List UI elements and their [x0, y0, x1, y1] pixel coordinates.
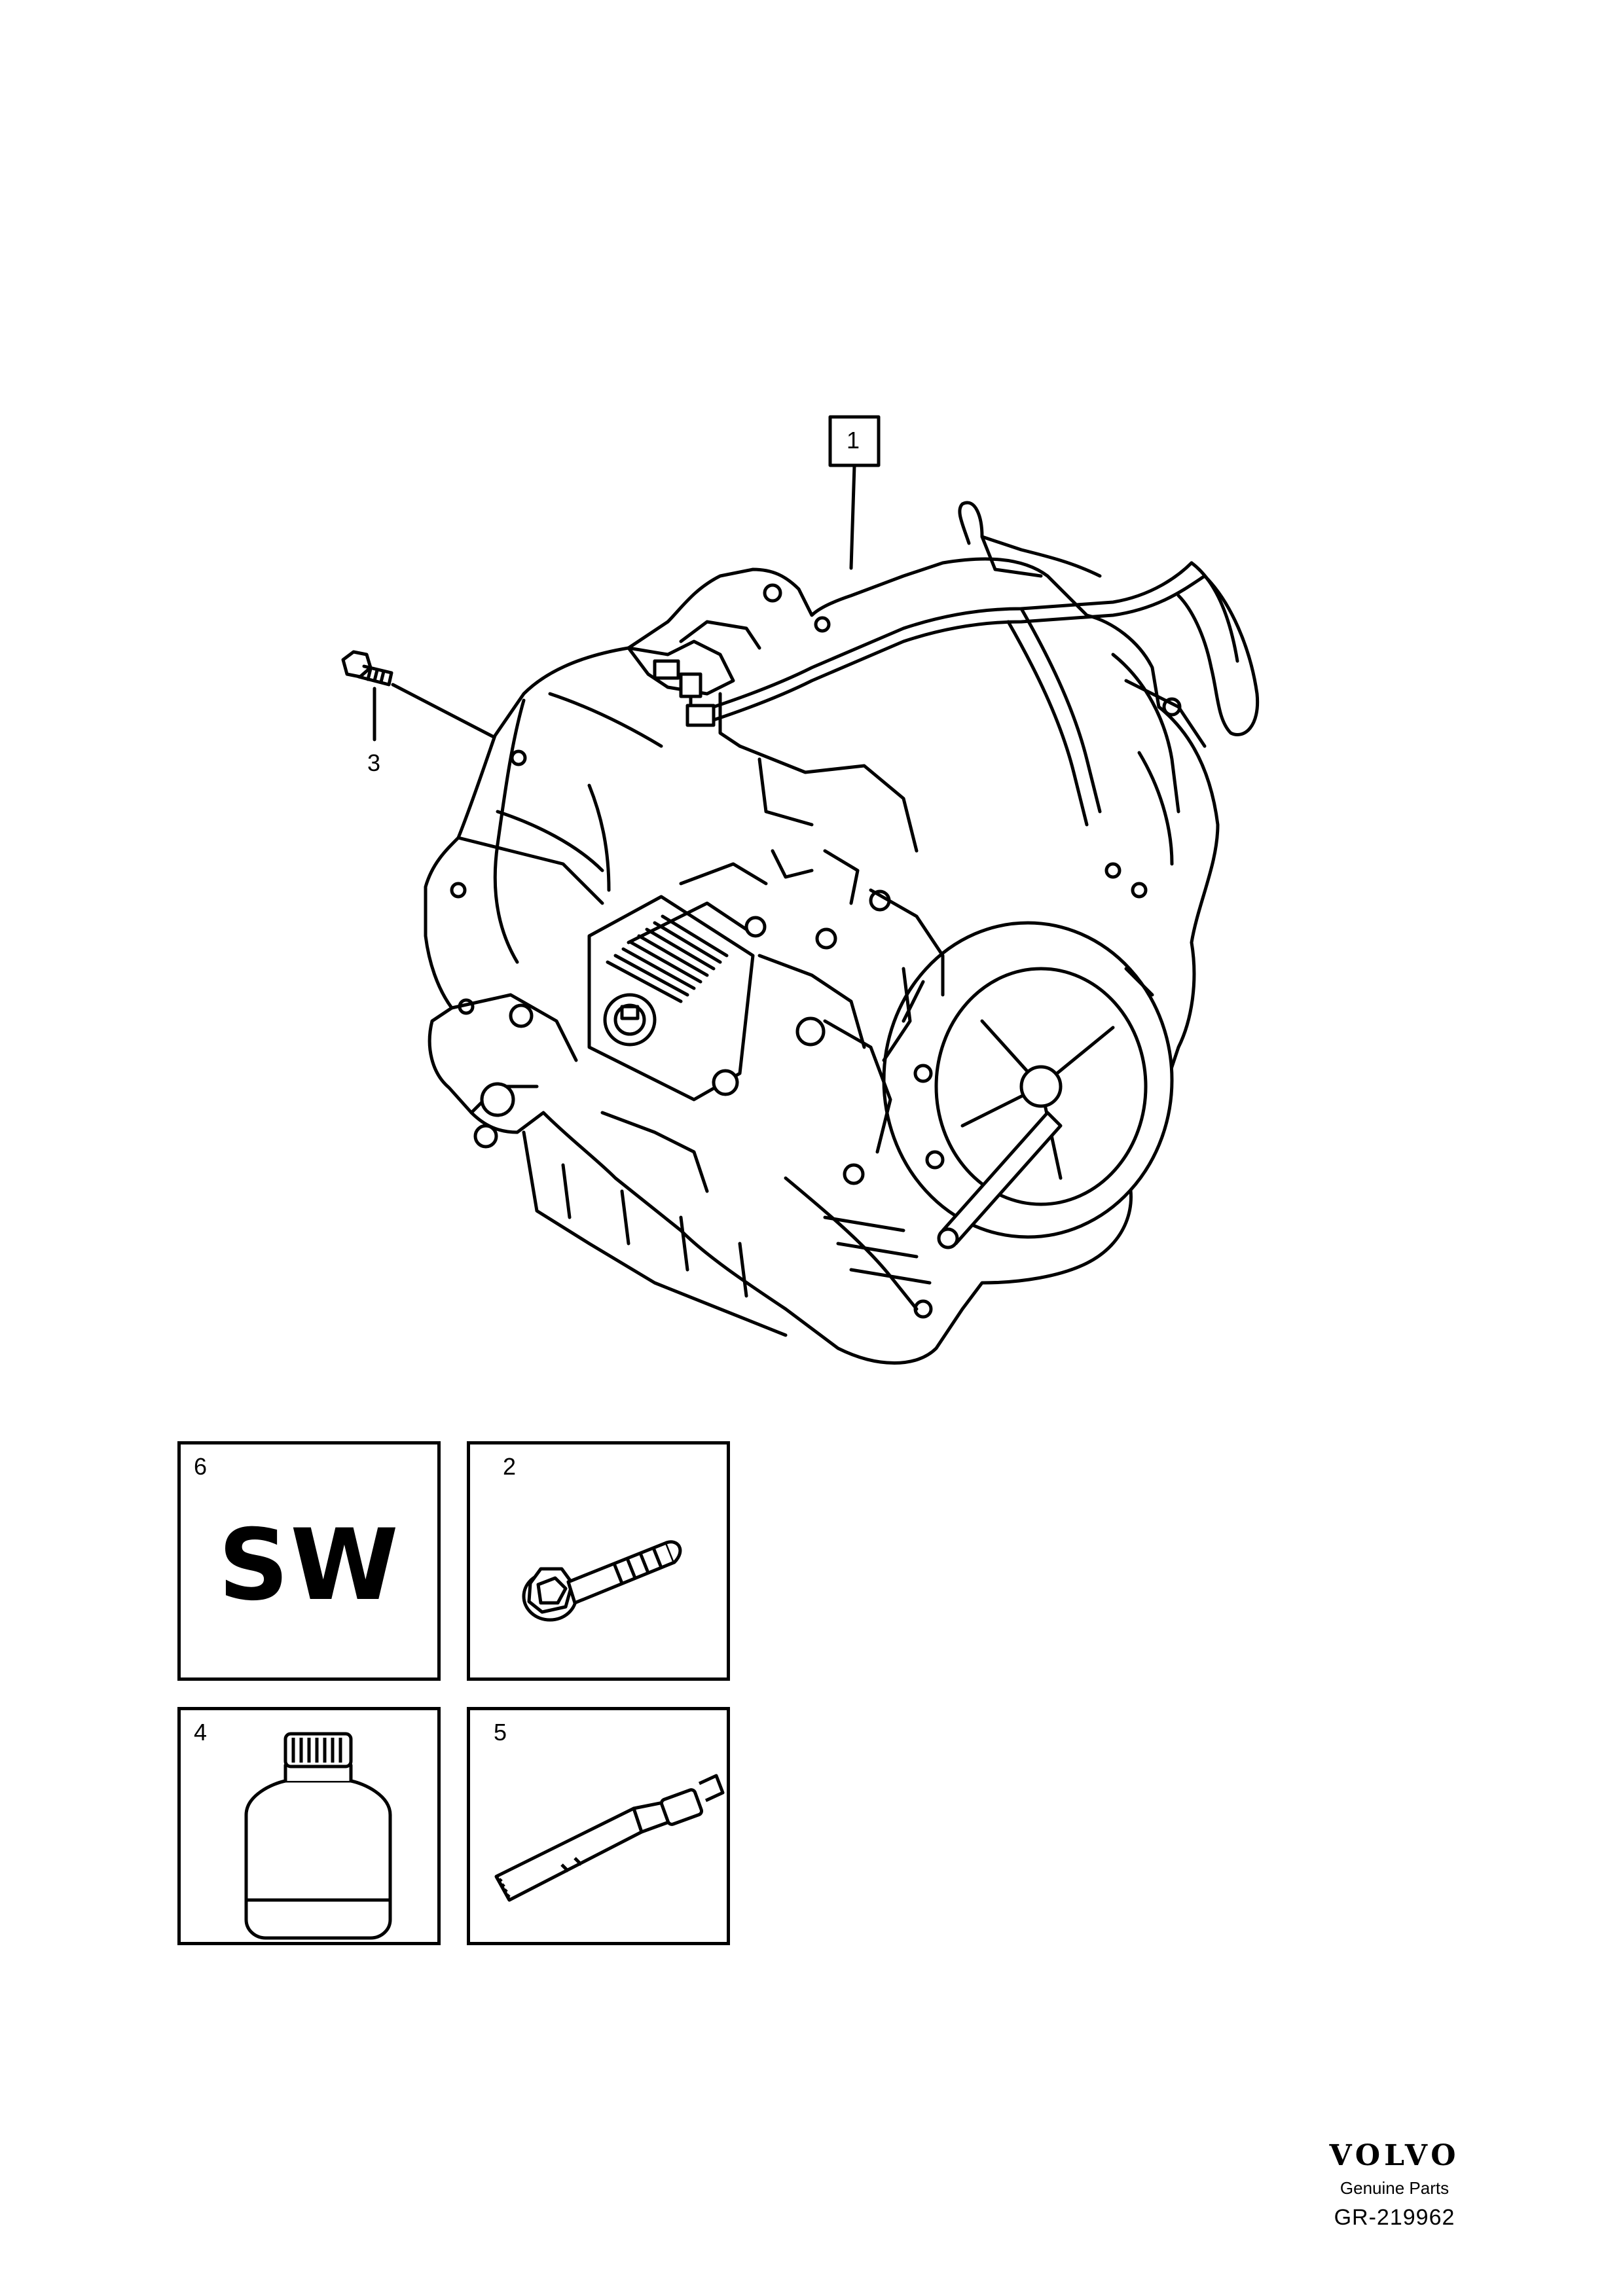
kit-box-2-number: 2 [503, 1453, 517, 1480]
flange-bolt-icon [522, 1540, 682, 1622]
callout-1-leader [849, 463, 856, 570]
sensor-connector-icon [679, 672, 716, 727]
kit-box-4-number: 4 [194, 1719, 208, 1746]
callout-3-label: 3 [367, 749, 381, 776]
brand-tagline: Genuine Parts [1340, 2178, 1450, 2198]
fluid-bottle-icon [244, 1732, 392, 1940]
bolt-3-icon [341, 650, 393, 742]
kit-box-6: 6 SW [177, 1441, 441, 1681]
valve-body [587, 895, 755, 1102]
kit-box-6-number: 6 [194, 1453, 208, 1480]
bolt-3-leader [391, 683, 498, 740]
callout-1-label: 1 [847, 427, 860, 454]
software-sw-icon: SW [218, 1509, 400, 1623]
figure-reference: GR-219962 [1334, 2205, 1455, 2230]
kit-box-2: 2 [467, 1441, 730, 1681]
sealant-tube-icon [494, 1774, 725, 1902]
kit-box-5: 5 [467, 1707, 730, 1945]
cooler-pipes [712, 501, 1260, 827]
volvo-logo: VOLVO [1329, 2139, 1460, 2172]
kit-box-4: 4 [177, 1707, 441, 1945]
kit-box-5-number: 5 [494, 1719, 507, 1746]
brand-block: VOLVO Genuine Parts GR-219962 [1303, 2142, 1486, 2231]
converter-cover [882, 921, 1174, 1239]
